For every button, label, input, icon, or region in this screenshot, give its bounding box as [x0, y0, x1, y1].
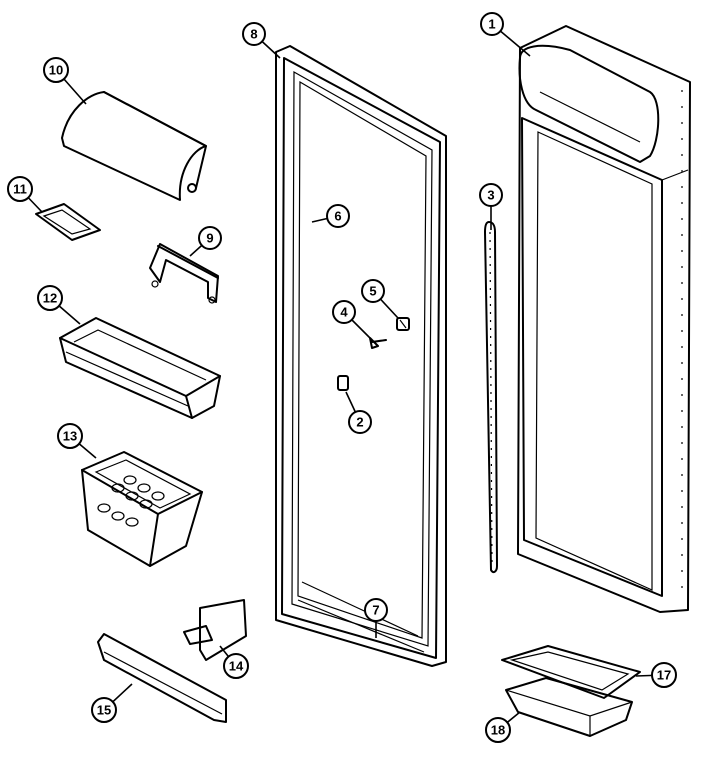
callout-2: 2 — [348, 410, 372, 434]
svg-text:1: 1 — [488, 17, 495, 32]
callout-14: 14 — [223, 653, 249, 679]
callout-7: 7 — [364, 598, 388, 622]
callout-1: 1 — [480, 12, 504, 36]
callout-9: 9 — [198, 226, 222, 250]
part-door-bin — [59, 317, 221, 419]
part-hinge-bracket — [149, 243, 219, 304]
callout-6: 6 — [326, 204, 350, 228]
svg-text:8: 8 — [250, 27, 257, 42]
svg-text:14: 14 — [229, 659, 244, 674]
svg-text:10: 10 — [49, 63, 63, 78]
svg-text:17: 17 — [657, 668, 671, 683]
part-dairy-door — [61, 91, 207, 201]
callout-15: 15 — [91, 697, 117, 723]
svg-text:9: 9 — [206, 231, 213, 246]
svg-text:2: 2 — [356, 415, 363, 430]
callout-18: 18 — [485, 717, 511, 743]
svg-text:3: 3 — [487, 188, 494, 203]
part-strip — [484, 221, 498, 574]
callout-5: 5 — [361, 279, 385, 303]
callout-11: 11 — [7, 176, 33, 202]
callout-3: 3 — [479, 183, 503, 207]
part-liner — [517, 25, 691, 613]
part-egg-bin — [81, 451, 203, 567]
part-retainer — [183, 599, 247, 661]
svg-text:15: 15 — [97, 703, 111, 718]
part-door — [275, 45, 447, 667]
svg-text:18: 18 — [491, 723, 505, 738]
callout-13: 13 — [57, 423, 83, 449]
callout-12: 12 — [37, 285, 63, 311]
part-crisper-cover — [501, 645, 641, 699]
part-hardware — [337, 317, 410, 391]
svg-text:13: 13 — [63, 429, 77, 444]
svg-text:12: 12 — [43, 291, 57, 306]
svg-text:4: 4 — [340, 305, 348, 320]
svg-text:5: 5 — [369, 284, 376, 299]
part-crisper-pan — [505, 677, 633, 737]
callouts: 1 2 3 4 5 6 7 8 9 10 11 12 13 14 15 17 1… — [7, 12, 677, 743]
svg-text:6: 6 — [334, 209, 341, 224]
part-small-cover — [35, 203, 101, 241]
callout-8: 8 — [242, 22, 266, 46]
svg-text:11: 11 — [13, 182, 27, 197]
part-bin-front — [97, 633, 227, 723]
callout-17: 17 — [651, 662, 677, 688]
svg-text:7: 7 — [372, 603, 379, 618]
callout-4: 4 — [332, 300, 356, 324]
callout-10: 10 — [43, 57, 69, 83]
